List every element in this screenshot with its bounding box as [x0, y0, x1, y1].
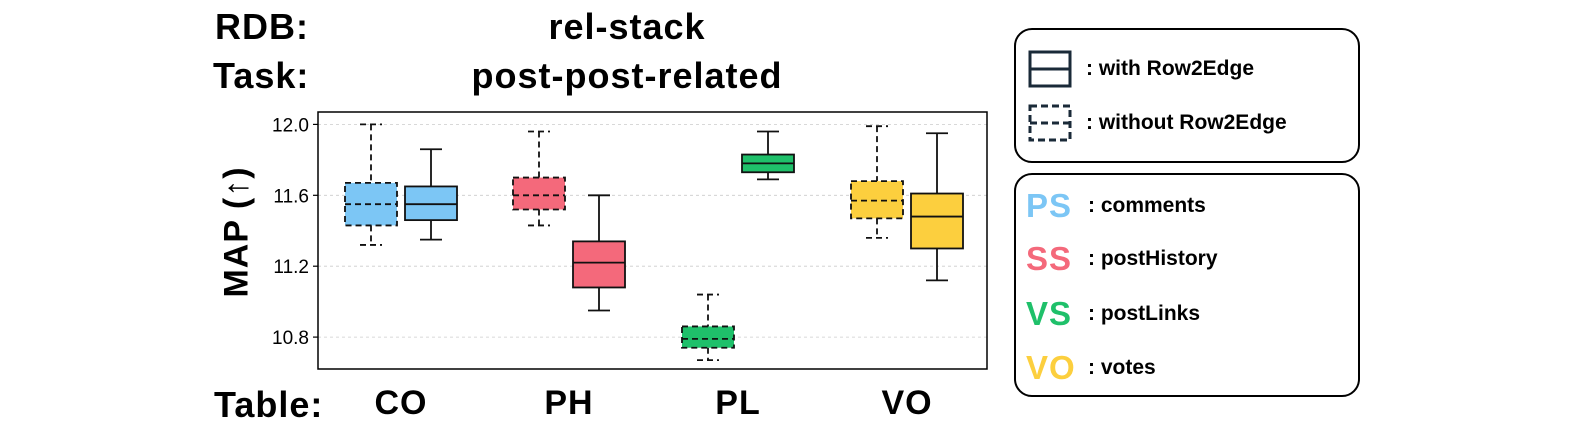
table-label: Table:	[214, 384, 324, 425]
plot-frame	[317, 111, 988, 370]
box-ph-solid	[572, 194, 626, 312]
box-pl-dashed	[681, 293, 735, 362]
legend-table-row-vs: VS : postLinks	[1026, 295, 1200, 333]
box-pl-solid	[741, 130, 795, 181]
legend-with-label: : with Row2Edge	[1086, 57, 1254, 80]
box-iqr	[681, 325, 735, 349]
table-category-co: CO	[374, 384, 428, 422]
legend-without-row: : without Row2Edge	[1028, 104, 1287, 142]
legend-abbr-vs: VS	[1026, 295, 1073, 332]
box-layer	[344, 123, 964, 362]
legend-table-label-vs: : postLinks	[1088, 302, 1201, 325]
legend-table-label-ps: : comments	[1088, 194, 1206, 217]
box-iqr	[910, 192, 964, 250]
box-vo-dashed	[850, 125, 904, 239]
legend-table-box: PS : comments SS : postHistory VS : post…	[1014, 173, 1360, 397]
legend-with-row: : with Row2Edge	[1028, 50, 1254, 88]
box-co-solid	[404, 148, 458, 241]
legend-table-label-vo: : votes	[1088, 356, 1156, 379]
legend-without-label: : without Row2Edge	[1086, 111, 1287, 134]
y-tick-label: 12.0	[272, 115, 309, 136]
rdb-value: rel-stack	[548, 6, 706, 47]
task-label: Task:	[213, 55, 310, 96]
table-category-ph: PH	[544, 384, 594, 422]
legend-table-row-vo: VO : votes	[1026, 349, 1156, 387]
legend-abbr-ss: SS	[1026, 240, 1073, 277]
legend-style-box: : with Row2Edge : without Row2Edge	[1014, 28, 1360, 163]
table-category-vo: VO	[881, 384, 933, 422]
legend-abbr-vo: VO	[1026, 349, 1076, 386]
box-iqr	[572, 240, 626, 289]
dashed-box-icon	[1028, 104, 1072, 142]
box-iqr	[512, 176, 566, 211]
legend-table-label-ss: : postHistory	[1088, 247, 1218, 270]
box-vo-solid	[910, 132, 964, 282]
box-co-dashed	[344, 123, 398, 246]
legend-table-row-ss: SS : postHistory	[1026, 240, 1218, 278]
table-category-pl: PL	[715, 384, 761, 422]
legend-table-row-ps: PS : comments	[1026, 187, 1206, 225]
y-tick-label: 10.8	[272, 328, 309, 349]
task-value: post-post-related	[471, 55, 783, 96]
legend-abbr-ps: PS	[1026, 187, 1073, 224]
solid-box-icon	[1028, 50, 1072, 88]
rdb-label: RDB:	[215, 6, 309, 47]
box-ph-dashed	[512, 130, 566, 227]
y-tick-layer: 10.8 11.2 11.6 12.0	[272, 115, 318, 349]
grid-layer	[318, 124, 987, 338]
y-tick-label: 11.2	[273, 257, 309, 278]
y-tick-label: 11.6	[273, 186, 309, 207]
